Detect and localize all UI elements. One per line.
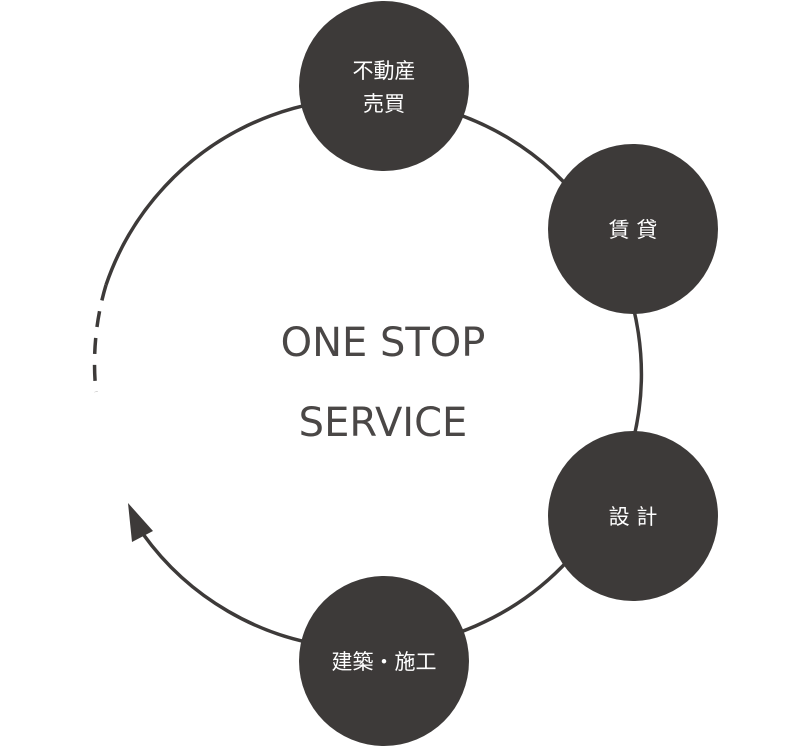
node-design-label: 設 計: [609, 505, 658, 529]
node-circle: [299, 576, 469, 746]
node-circle: [299, 1, 469, 171]
center-text-line2: SERVICE: [299, 400, 468, 446]
cycle-arc: [104, 96, 644, 651]
center-text-line1: ONE STOP: [281, 320, 486, 366]
node-circle: [548, 144, 718, 314]
node-leasing: 賃 貸: [548, 144, 718, 314]
cycle-dashed-segment: [92, 284, 108, 393]
node-circle: [548, 431, 718, 601]
node-real-estate-sales-line2: 売買: [363, 92, 405, 116]
node-construction: 建築・施工: [299, 576, 469, 746]
cycle-arrowhead: [128, 503, 153, 542]
node-real-estate-sales: 不動産 売買: [299, 1, 469, 171]
node-construction-label: 建築・施工: [332, 650, 437, 674]
node-leasing-label: 賃 貸: [609, 218, 658, 242]
node-real-estate-sales-line1: 不動産: [353, 59, 416, 83]
node-design: 設 計: [548, 431, 718, 601]
